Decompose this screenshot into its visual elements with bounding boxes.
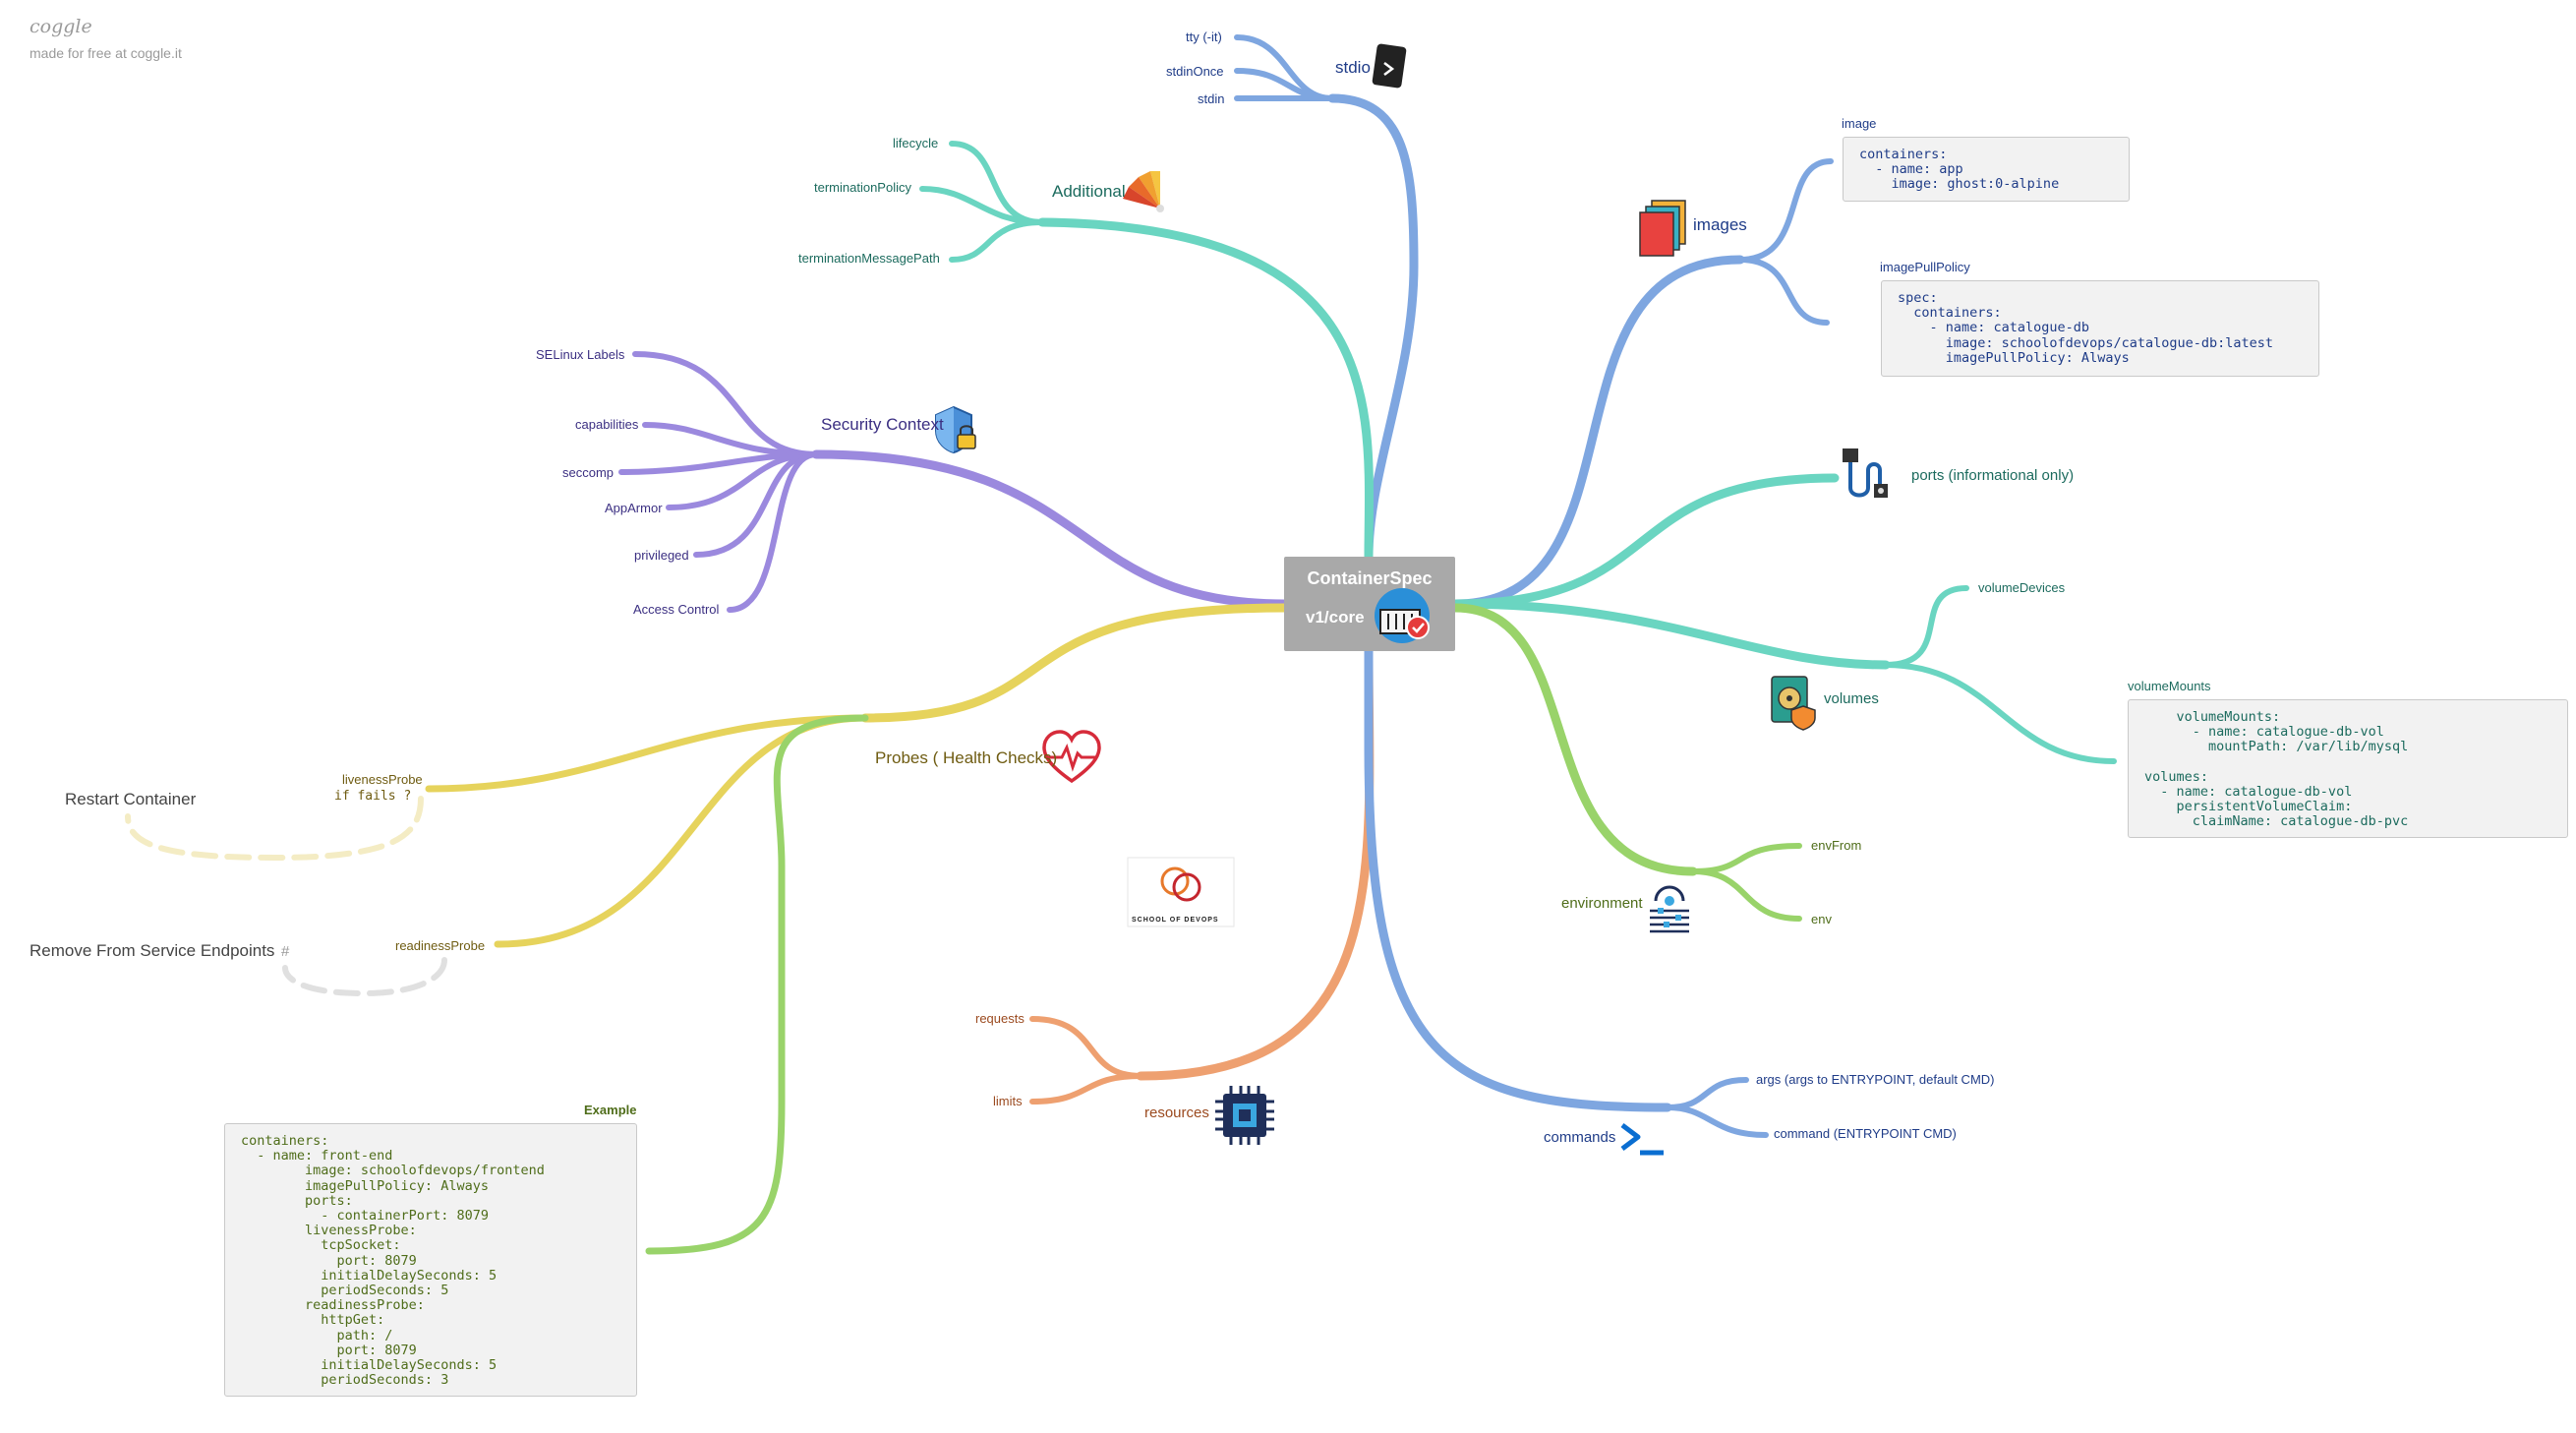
coggle-credit-link[interactable]: made for free at coggle.it [29, 45, 182, 61]
node-access-control[interactable]: Access Control [633, 602, 720, 617]
branch-readiness [494, 714, 869, 948]
node-restart-container[interactable]: Restart Container [65, 790, 197, 808]
branch-command [1665, 1105, 1769, 1138]
node-images[interactable]: images [1693, 215, 1747, 234]
node-liveness-note: if fails ? [334, 789, 412, 804]
heartbeat-icon [1042, 730, 1101, 784]
node-apparmor[interactable]: AppArmor [605, 501, 663, 515]
node-readinessprobe[interactable]: readinessProbe [395, 938, 486, 953]
branch-limits [1029, 1073, 1143, 1105]
branch-ports [1450, 473, 1840, 609]
powershell-icon [1620, 1123, 1664, 1156]
node-probes[interactable]: Probes ( Health Checks) [875, 748, 1058, 767]
example-code-block: containers: - name: front-end image: sch… [224, 1123, 637, 1397]
node-volumes[interactable]: volumes [1824, 690, 1879, 707]
imagepullpolicy-code-block: spec: containers: - name: catalogue-db i… [1881, 280, 2319, 377]
settings-sliders-icon [1650, 885, 1689, 933]
branch-volumedevices [1883, 585, 1969, 668]
branch-additional [1037, 217, 1374, 562]
branch-tty [1234, 34, 1335, 101]
branch-liveness [425, 714, 869, 793]
branch-args [1665, 1077, 1749, 1110]
branch-image [1737, 158, 1834, 263]
node-environment[interactable]: environment [1561, 895, 1643, 912]
network-cable-icon [1843, 448, 1888, 498]
branch-imagepullpolicy [1737, 257, 1830, 326]
branch-lifecycle [949, 141, 1045, 225]
container-check-icon [1375, 588, 1430, 643]
node-command[interactable]: command (ENTRYPOINT CMD) [1774, 1126, 1957, 1141]
node-seccomp[interactable]: seccomp [562, 465, 615, 480]
coggle-logo[interactable]: coggle [29, 16, 92, 37]
image-code-block: containers: - name: app image: ghost:0-a… [1843, 137, 2130, 202]
node-terminationmessagepath[interactable]: terminationMessagePath [798, 251, 940, 266]
branch-volumemounts [1883, 662, 2117, 764]
branch-example [645, 714, 869, 1255]
node-envfrom[interactable]: envFrom [1811, 838, 1862, 853]
node-ports[interactable]: ports (informational only) [1911, 467, 2075, 484]
branch-commands [1364, 646, 1672, 1112]
hash-icon: # [281, 943, 290, 960]
volumemounts-code-block: volumeMounts: - name: catalogue-db-vol m… [2128, 699, 2568, 838]
disk-shield-icon [1771, 676, 1816, 731]
branch-environment [1450, 603, 1698, 876]
node-privileged[interactable]: privileged [634, 548, 689, 563]
center-subtitle: v1/core [1306, 608, 1365, 627]
node-image-title[interactable]: image [1842, 116, 1877, 131]
terminal-icon [1372, 43, 1407, 89]
node-livenessprobe[interactable]: livenessProbe [342, 772, 423, 787]
node-stdin[interactable]: stdin [1198, 91, 1225, 106]
node-example-title[interactable]: Example [584, 1103, 637, 1117]
branch-stdio [1327, 93, 1419, 562]
branch-probes [860, 603, 1289, 723]
branch-requests [1029, 1016, 1143, 1079]
school-of-devops-logo [1127, 857, 1235, 927]
image-stack-icon [1639, 200, 1686, 257]
node-stdinonce[interactable]: stdinOnce [1166, 64, 1224, 79]
liveness-dashed [125, 796, 424, 862]
node-volumedevices[interactable]: volumeDevices [1978, 580, 2066, 595]
branch-selinux [632, 351, 819, 457]
node-limits[interactable]: limits [993, 1094, 1023, 1108]
node-requests[interactable]: requests [975, 1011, 1025, 1026]
node-resources[interactable]: resources [1144, 1105, 1209, 1121]
cpu-chip-icon [1215, 1086, 1274, 1145]
branch-images [1450, 255, 1745, 609]
branch-terminationmessagepath [949, 219, 1045, 263]
node-imagepullpolicy-title[interactable]: imagePullPolicy [1880, 260, 1970, 274]
color-fan-icon [1123, 171, 1164, 212]
node-lifecycle[interactable]: lifecycle [893, 136, 939, 150]
center-title: ContainerSpec [1307, 568, 1433, 588]
node-security-context[interactable]: Security Context [821, 415, 944, 434]
shield-lock-icon [935, 405, 976, 454]
branch-volumes [1450, 599, 1891, 670]
branch-access [727, 451, 819, 613]
branch-privileged [693, 451, 819, 558]
node-selinux[interactable]: SELinux Labels [536, 347, 625, 362]
center-node[interactable]: ContainerSpec v1/core [1284, 557, 1455, 651]
node-stdio[interactable]: stdio [1335, 58, 1371, 77]
branch-env [1690, 868, 1802, 922]
node-additional[interactable]: Additional [1052, 182, 1126, 201]
branch-security [811, 449, 1289, 609]
node-commands[interactable]: commands [1544, 1129, 1616, 1146]
node-args[interactable]: args (args to ENTRYPOINT, default CMD) [1756, 1072, 1995, 1087]
node-volumemounts-title[interactable]: volumeMounts [2128, 679, 2211, 693]
school-of-devops-text: SCHOOL OF DEVOPS [1132, 917, 1219, 924]
readiness-dashed [282, 957, 447, 997]
node-terminationpolicy[interactable]: terminationPolicy [814, 180, 911, 195]
branch-apparmor [666, 451, 819, 510]
branch-envfrom [1690, 843, 1802, 874]
node-capabilities[interactable]: capabilities [575, 417, 639, 432]
node-remove-endpoints[interactable]: Remove From Service Endpoints [29, 941, 275, 960]
node-tty[interactable]: tty (-it) [1186, 30, 1222, 44]
node-env[interactable]: env [1811, 912, 1832, 926]
